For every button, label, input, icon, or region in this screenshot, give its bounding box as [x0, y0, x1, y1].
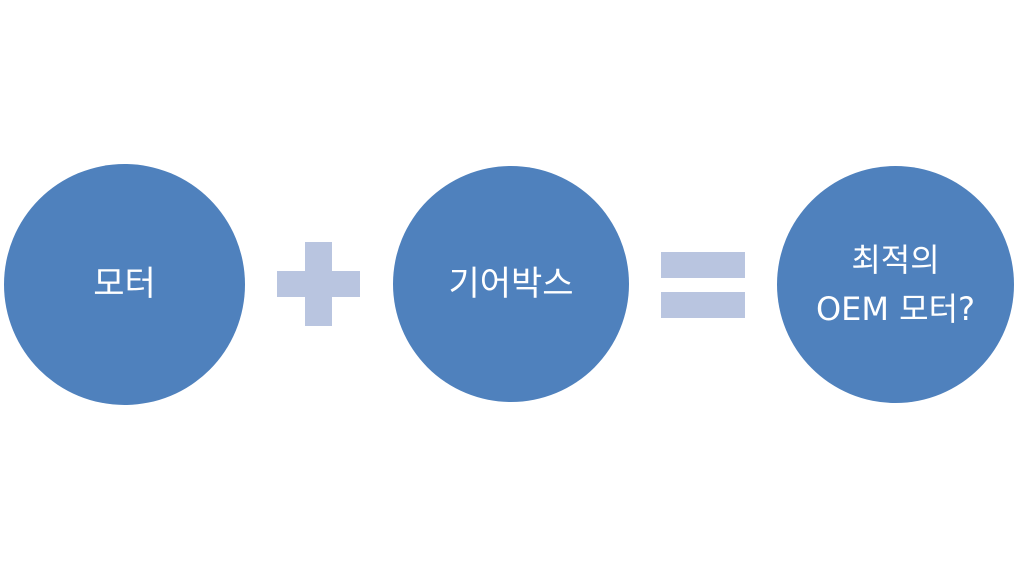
motor-circle: 모터 [4, 164, 245, 405]
equals-bottom-bar [661, 292, 745, 318]
equals-top-bar [661, 252, 745, 278]
gearbox-label: 기어박스 [448, 263, 574, 304]
plus-icon [277, 242, 360, 326]
optimal-label: 최적의 [851, 241, 940, 280]
motor-label: 모터 [93, 264, 156, 305]
oem-motor-label: OEM 모터? [815, 289, 976, 328]
plus-vertical-bar [305, 242, 332, 326]
optimal-oem-motor-circle: 최적의 OEM 모터? [777, 166, 1014, 403]
gearbox-circle: 기어박스 [393, 166, 629, 402]
equals-icon [661, 252, 745, 318]
